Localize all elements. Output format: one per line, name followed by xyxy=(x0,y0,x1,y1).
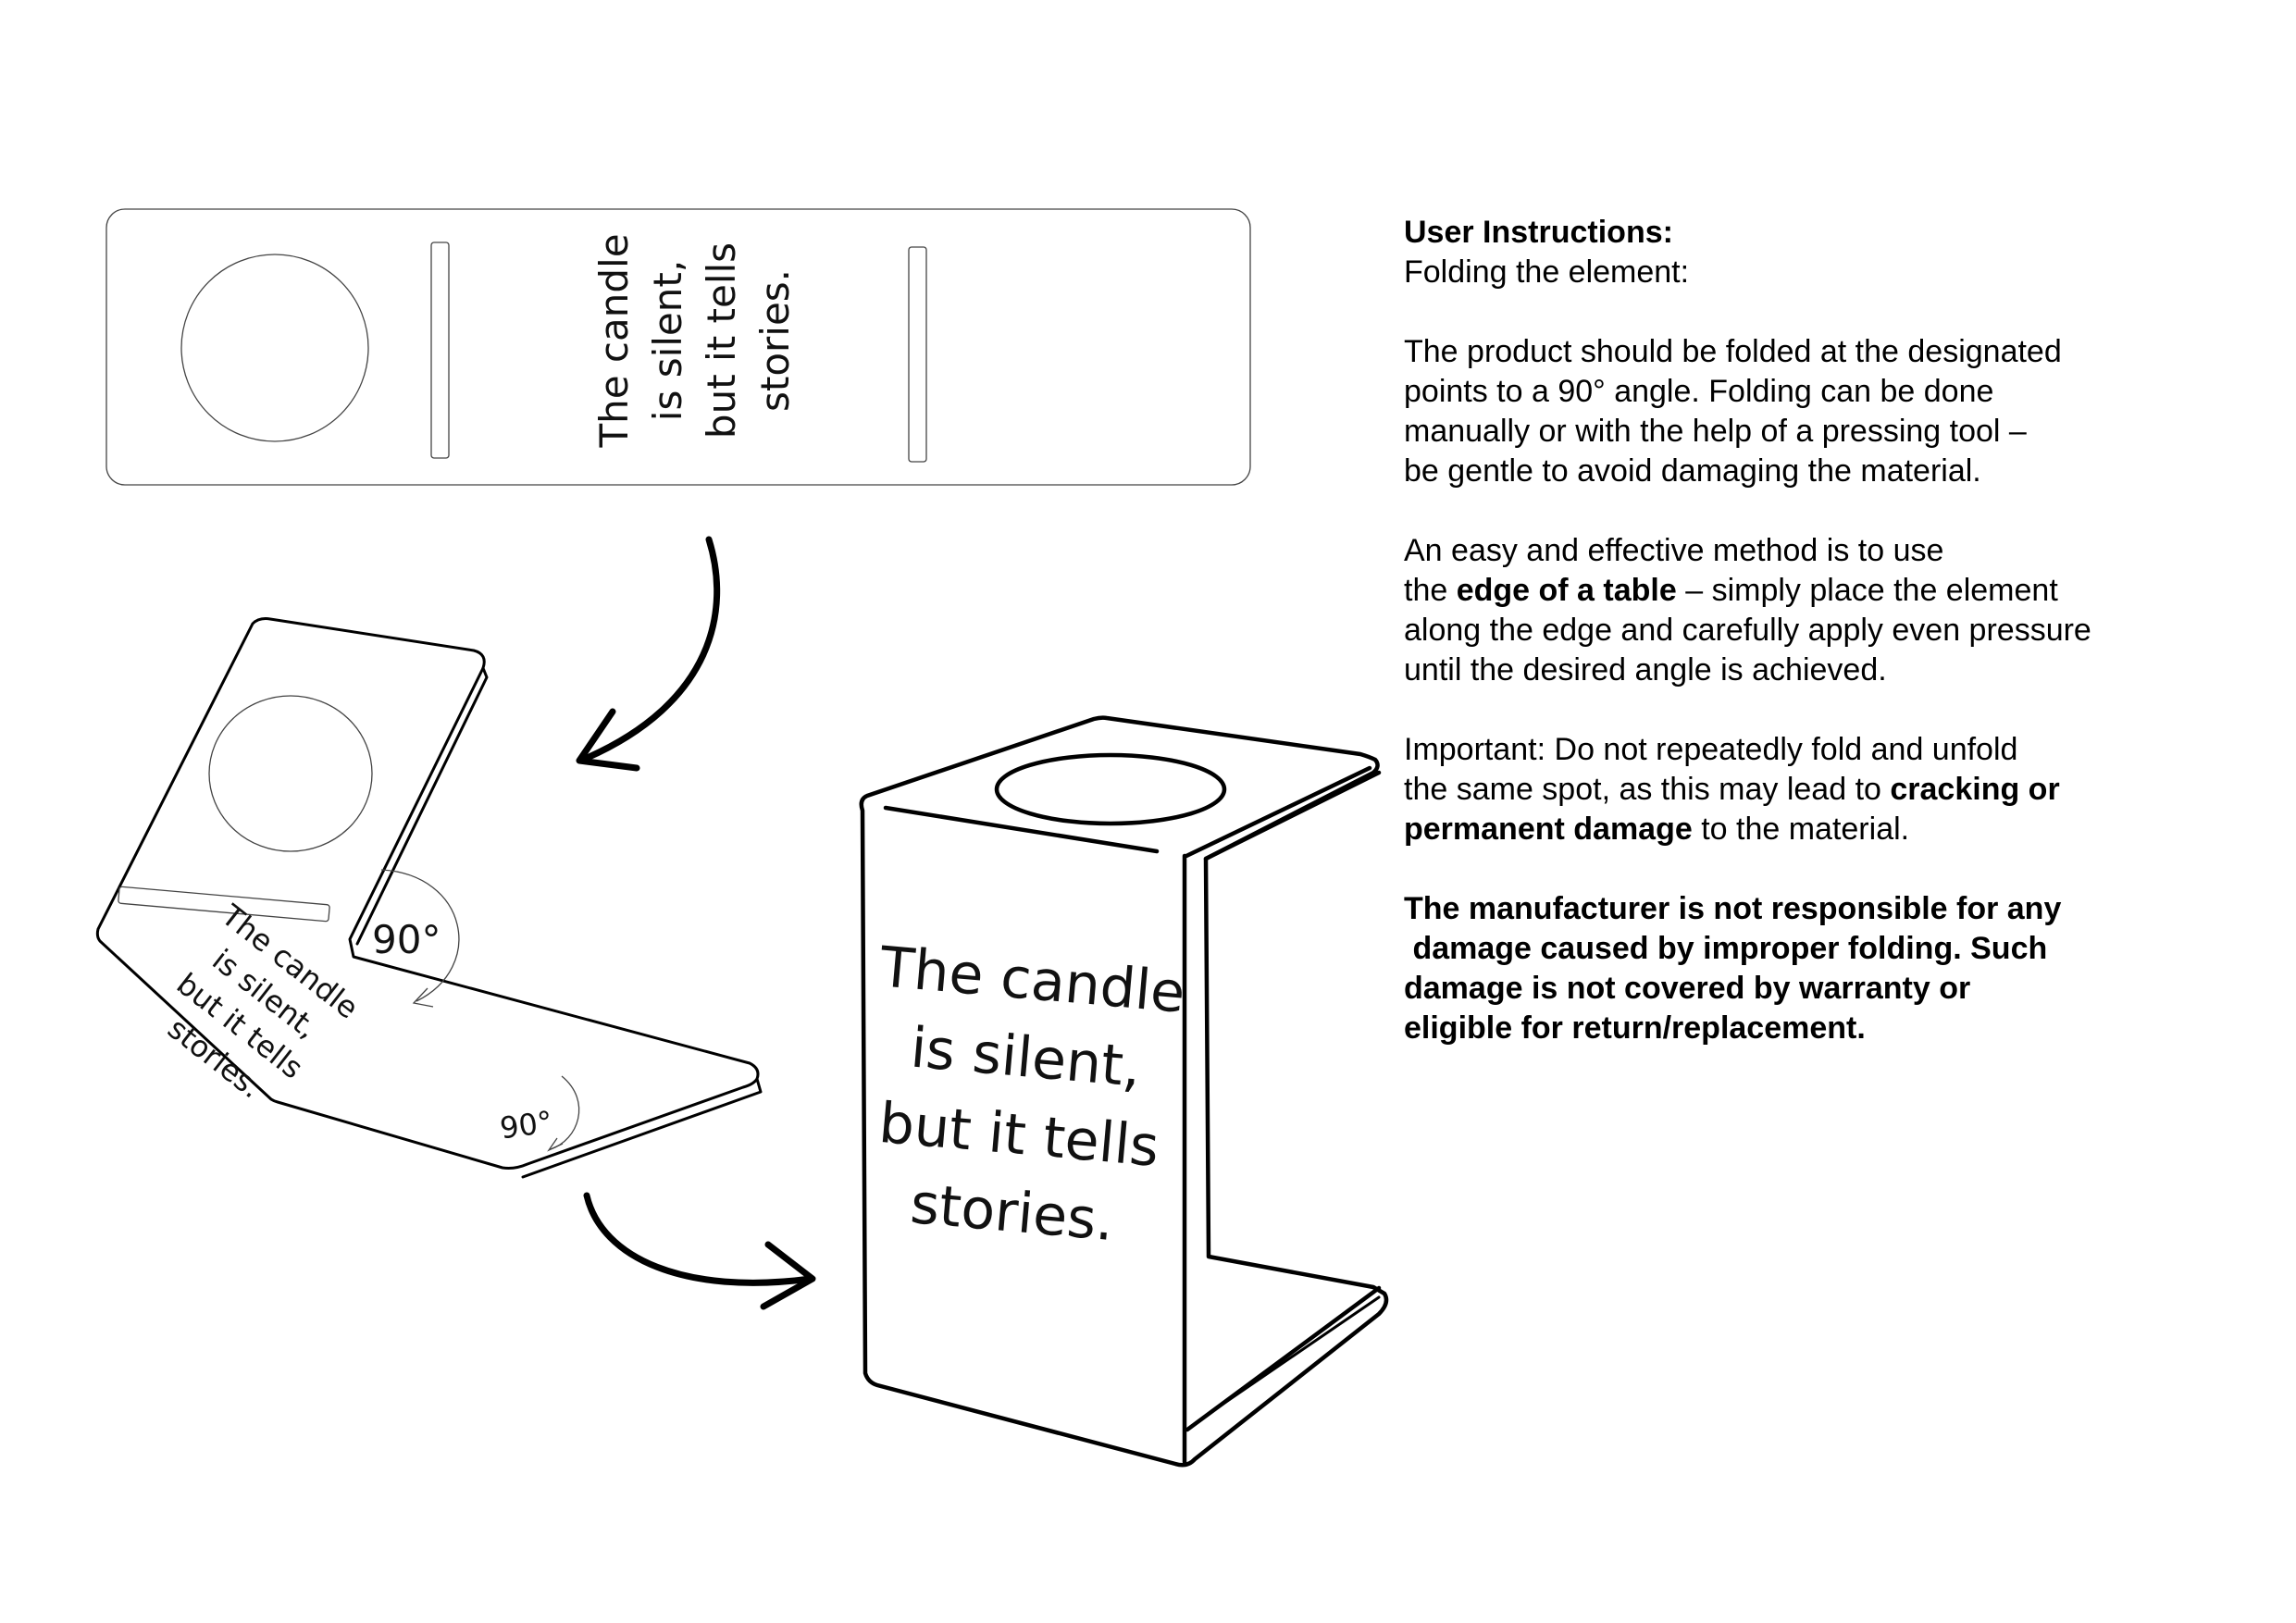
holder-base-side-edge xyxy=(1204,1295,1381,1418)
method-line-3: along the edge and carefully apply even … xyxy=(1404,613,2091,648)
flat-engraving-line-2: is silent, xyxy=(645,260,690,421)
flat-engraving-text: The candle is silent, but it tells stori… xyxy=(591,233,798,448)
holder-engraving-text: The candle is silent, but it tells stori… xyxy=(876,935,1187,1254)
warning-line-3: permanent damage to the material. xyxy=(1404,810,2274,849)
disclaimer-line-2: damage caused by improper folding. Such xyxy=(1404,931,2048,966)
folded-base-edge xyxy=(521,1077,763,1179)
disclaimer-line-1: The manufacturer is not responsible for … xyxy=(1404,891,2062,926)
folded-fold-slot xyxy=(118,886,330,923)
angle-indicator-lower: 90° xyxy=(498,1075,580,1152)
curved-arrow-step-2 xyxy=(583,1192,816,1310)
holder-inner-back-edge xyxy=(1203,770,1382,861)
folding-line-1: The product should be folded at the desi… xyxy=(1404,334,2062,369)
flat-engraving-line-4: stories. xyxy=(752,269,798,412)
warning-emphasis-permanent-damage: permanent damage xyxy=(1404,812,1693,847)
partially-folded-element: The candle is silent, but it tells stori… xyxy=(95,617,763,1179)
instructions-heading: User Instructions: xyxy=(1404,215,1673,250)
folding-line-2: points to a 90° angle. Folding can be do… xyxy=(1404,374,1994,409)
candle-hole-circle xyxy=(180,254,369,442)
method-emphasis-table-edge: edge of a table xyxy=(1456,573,1677,608)
warning-line-1: Important: Do not repeatedly fold and un… xyxy=(1404,732,2018,767)
method-line-4: until the desired angle is achieved. xyxy=(1404,652,1887,688)
instructions-paragraph-folding: The product should be folded at the desi… xyxy=(1404,332,2274,491)
flat-engraving-line-1: The candle xyxy=(591,233,637,448)
folding-line-4: be gentle to avoid damaging the material… xyxy=(1404,453,1981,489)
flat-engraving-line-3: but it tells xyxy=(699,242,744,439)
method-line-1: An easy and effective method is to use xyxy=(1404,533,1944,568)
holder-top-side-edge xyxy=(1184,765,1372,859)
warning-emphasis-cracking: cracking or xyxy=(1890,772,2060,807)
warning-line-3-end: to the material. xyxy=(1692,812,1910,847)
holder-engraving-line-4: stories. xyxy=(908,1171,1116,1254)
holder-engraving-line-3: but it tells xyxy=(876,1091,1161,1180)
disclaimer-line-4: eligible for return/replacement. xyxy=(1404,1010,1866,1046)
angle-label-lower: 90° xyxy=(498,1104,554,1146)
curved-arrow-step-1 xyxy=(576,536,721,772)
flat-element: The candle is silent, but it tells stori… xyxy=(105,208,1251,486)
instructions-disclaimer: The manufacturer is not responsible for … xyxy=(1404,889,2274,1048)
disclaimer-line-3: damage is not covered by warranty or xyxy=(1404,971,1971,1006)
instructions-paragraph-method: An easy and effective method is to use t… xyxy=(1404,531,2274,690)
method-line-2-end: – simply place the element xyxy=(1676,573,2058,608)
holder-candle-hole xyxy=(994,752,1227,826)
flat-element-outline xyxy=(105,208,1251,486)
holder-outline xyxy=(859,715,1389,1468)
holder-engraving-line-2: is silent, xyxy=(908,1016,1143,1100)
folding-line-3: manually or with the help of a pressing … xyxy=(1404,414,2027,449)
folded-panel-edge xyxy=(355,666,489,946)
method-line-2-start: the xyxy=(1404,573,1457,608)
warning-line-2: the same spot, as this may lead to crack… xyxy=(1404,770,2274,810)
folded-back-panel xyxy=(95,617,760,1170)
fold-slot-right xyxy=(908,246,927,463)
method-line-2: the edge of a table – simply place the e… xyxy=(1404,571,2274,611)
instructions-subheading: Folding the element: xyxy=(1404,254,1690,290)
warning-line-2-start: the same spot, as this may lead to xyxy=(1404,772,1891,807)
fold-slot-left xyxy=(430,242,450,459)
folded-candle-hole xyxy=(208,695,373,852)
finished-candle-holder: The candle is silent, but it tells stori… xyxy=(859,715,1389,1468)
user-instructions: User Instructions: Folding the element: … xyxy=(1404,213,2274,1088)
holder-engraving-line-1: The candle xyxy=(876,935,1187,1026)
angle-indicator-upper: 90° xyxy=(372,869,460,1008)
angle-label-upper: 90° xyxy=(372,917,441,962)
instructions-paragraph-warning: Important: Do not repeatedly fold and un… xyxy=(1404,730,2274,849)
holder-top-front-edge xyxy=(883,805,1160,854)
